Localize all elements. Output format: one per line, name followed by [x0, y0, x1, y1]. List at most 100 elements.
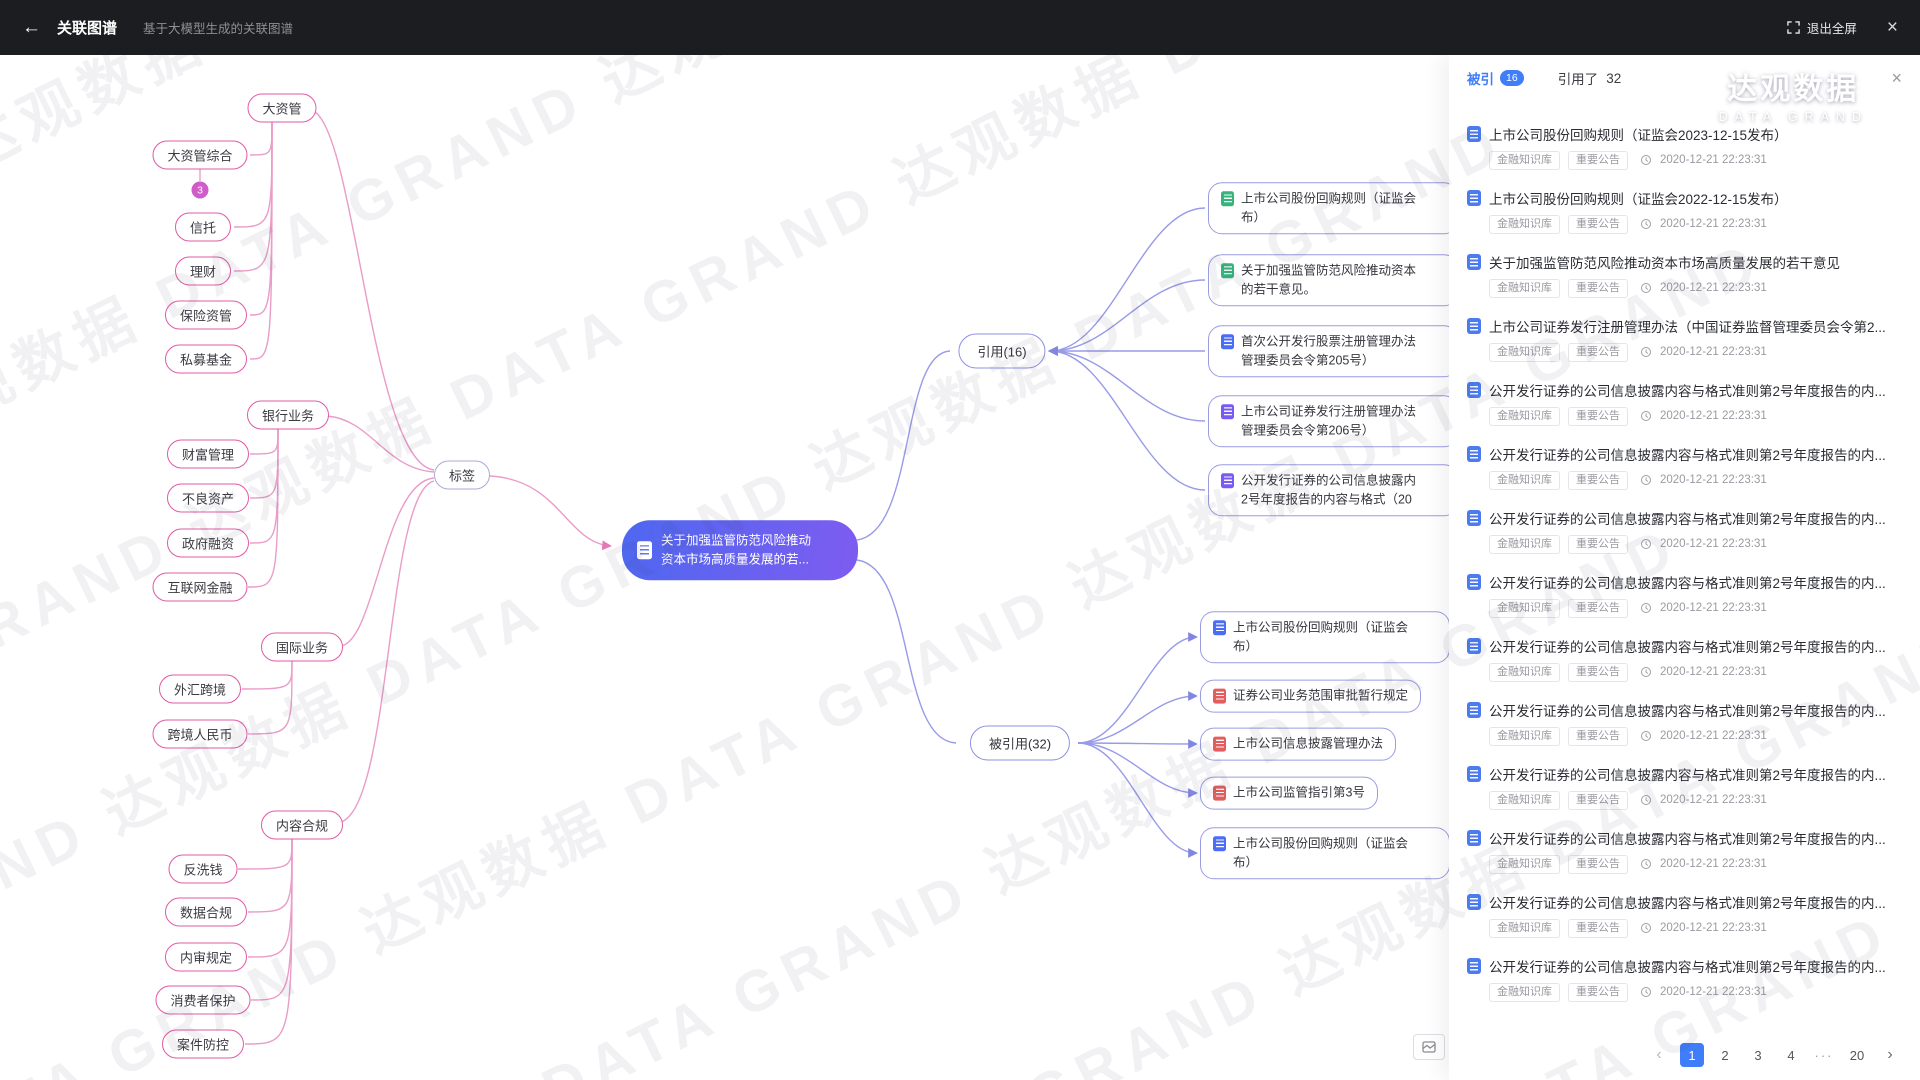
clock-icon [1640, 538, 1652, 550]
node-category-asset-mgmt[interactable]: 大资管 [247, 93, 317, 123]
doc-node[interactable]: 关于加强监管防范风险推动资本 的若干意见。 [1208, 254, 1458, 306]
page-button-last[interactable]: 20 [1849, 1047, 1865, 1063]
doc-title: 上市公司股份回购规则（证监会2022-12-15发布） [1489, 192, 1788, 207]
doc-icon [1221, 404, 1234, 420]
clock-icon [1640, 602, 1652, 614]
source-tag: 金融知识库 [1489, 983, 1560, 1002]
prev-page-button[interactable]: ‹ [1656, 1046, 1662, 1063]
page-button-4[interactable]: 4 [1787, 1047, 1795, 1063]
center-document-node[interactable]: 关于加强监管防范风险推动 资本市场高质量发展的若... [622, 520, 858, 580]
list-item[interactable]: 公开发行证券的公司信息披露内容与格式准则第2号年度报告的内... 金融知识库 重… [1467, 755, 1902, 819]
doc-title: 上市公司证券发行注册管理办法（中国证券监督管理委员会令第2... [1489, 320, 1886, 335]
list-item[interactable]: 公开发行证券的公司信息披露内容与格式准则第2号年度报告的内... 金融知识库 重… [1467, 435, 1902, 499]
list-item[interactable]: 公开发行证券的公司信息披露内容与格式准则第2号年度报告的内... 金融知识库 重… [1467, 627, 1902, 691]
list-item[interactable]: 公开发行证券的公司信息披露内容与格式准则第2号年度报告的内... 金融知识库 重… [1467, 371, 1902, 435]
list-item[interactable]: 公开发行证券的公司信息披露内容与格式准则第2号年度报告的内... 金融知识库 重… [1467, 499, 1902, 563]
doc-node[interactable]: 上市公司股份回购规则（证监会 布） [1200, 827, 1450, 879]
type-tag: 重要公告 [1568, 983, 1628, 1002]
citation-list: 上市公司股份回购规则（证监会2023-12-15发布） 金融知识库 重要公告 2… [1449, 101, 1920, 1030]
tab-cited-by-badge: 16 [1500, 70, 1524, 86]
list-item[interactable]: 公开发行证券的公司信息披露内容与格式准则第2号年度报告的内... 金融知识库 重… [1467, 819, 1902, 883]
node-leaf[interactable]: 信托 [174, 212, 232, 242]
center-title: 关于加强监管防范风险推动 资本市场高质量发展的若... [661, 533, 812, 566]
document-icon [1467, 574, 1481, 590]
list-item[interactable]: 公开发行证券的公司信息披露内容与格式准则第2号年度报告的内... 金融知识库 重… [1467, 947, 1902, 1011]
list-item[interactable]: 上市公司股份回购规则（证监会2023-12-15发布） 金融知识库 重要公告 2… [1467, 115, 1902, 179]
document-icon [1467, 254, 1481, 270]
node-leaf[interactable]: 大资管综合 [152, 140, 248, 170]
node-leaf[interactable]: 内审规定 [164, 942, 248, 972]
doc-title: 公开发行证券的公司信息披露内 2号年度报告的内容与格式（20 [1241, 473, 1417, 506]
type-tag: 重要公告 [1568, 919, 1628, 938]
clock-icon [1640, 218, 1652, 230]
doc-node[interactable]: 证券公司业务范围审批暂行规定 [1200, 679, 1422, 713]
collapsed-count-badge[interactable]: 3 [191, 181, 209, 199]
node-leaf[interactable]: 跨境人民币 [152, 719, 248, 749]
type-tag: 重要公告 [1568, 791, 1628, 810]
document-icon [1467, 638, 1481, 654]
page-button-3[interactable]: 3 [1754, 1047, 1762, 1063]
panel-close-icon[interactable]: × [1891, 68, 1902, 88]
document-icon [1467, 382, 1481, 398]
source-tag: 金融知识库 [1489, 343, 1560, 362]
node-leaf[interactable]: 消费者保护 [155, 985, 251, 1015]
doc-title: 上市公司监管指引第3号 [1233, 785, 1365, 800]
timestamp: 2020-12-21 22:23:31 [1660, 730, 1767, 743]
list-item[interactable]: 公开发行证券的公司信息披露内容与格式准则第2号年度报告的内... 金融知识库 重… [1467, 883, 1902, 947]
exit-fullscreen-label: 退出全屏 [1806, 22, 1857, 36]
node-tag[interactable]: 标签 [433, 460, 491, 490]
panel-tabs: 被引 16 引用了 32 × [1449, 55, 1920, 101]
timestamp: 2020-12-21 22:23:31 [1660, 602, 1767, 615]
back-arrow-icon[interactable]: ← [22, 16, 41, 38]
list-item[interactable]: 上市公司股份回购规则（证监会2022-12-15发布） 金融知识库 重要公告 2… [1467, 179, 1902, 243]
node-leaf[interactable]: 不良资产 [166, 483, 250, 513]
clock-icon [1640, 346, 1652, 358]
tab-cited-by[interactable]: 被引 16 [1467, 68, 1524, 88]
list-item[interactable]: 公开发行证券的公司信息披露内容与格式准则第2号年度报告的内... 金融知识库 重… [1467, 691, 1902, 755]
node-category-banking[interactable]: 银行业务 [246, 400, 330, 430]
list-item[interactable]: 关于加强监管防范风险推动资本市场高质量发展的若干意见 金融知识库 重要公告 20… [1467, 243, 1902, 307]
list-item[interactable]: 上市公司证券发行注册管理办法（中国证券监督管理委员会令第2... 金融知识库 重… [1467, 307, 1902, 371]
doc-node[interactable]: 上市公司信息披露管理办法 [1200, 727, 1397, 761]
doc-icon [1213, 620, 1226, 636]
node-leaf[interactable]: 财富管理 [166, 439, 250, 469]
node-leaf[interactable]: 互联网金融 [152, 572, 248, 602]
timestamp: 2020-12-21 22:23:31 [1660, 474, 1767, 487]
exit-fullscreen-button[interactable]: 退出全屏 [1787, 18, 1857, 37]
doc-node[interactable]: 上市公司证券发行注册管理办法 管理委员会令第206号） [1208, 395, 1458, 447]
node-leaf[interactable]: 私募基金 [164, 344, 248, 374]
doc-node[interactable]: 上市公司股份回购规则（证监会 布） [1208, 182, 1458, 234]
doc-title: 公开发行证券的公司信息披露内容与格式准则第2号年度报告的内... [1489, 768, 1886, 783]
doc-node[interactable]: 上市公司监管指引第3号 [1200, 776, 1378, 810]
doc-node[interactable]: 首次公开发行股票注册管理办法 管理委员会令第205号） [1208, 325, 1458, 377]
document-icon [1467, 894, 1481, 910]
node-leaf[interactable]: 数据合规 [164, 897, 248, 927]
node-leaf[interactable]: 保险资管 [164, 300, 248, 330]
doc-title: 公开发行证券的公司信息披露内容与格式准则第2号年度报告的内... [1489, 448, 1886, 463]
tab-cites[interactable]: 引用了 32 [1558, 68, 1622, 88]
node-leaf[interactable]: 理财 [174, 256, 232, 286]
node-category-compliance[interactable]: 内容合规 [260, 810, 344, 840]
node-leaf[interactable]: 案件防控 [161, 1029, 245, 1059]
node-leaf[interactable]: 反洗钱 [168, 854, 238, 884]
close-icon[interactable]: × [1886, 17, 1898, 38]
node-leaf[interactable]: 外汇跨境 [158, 674, 242, 704]
node-cites-hub[interactable]: 引用(16) [958, 333, 1046, 369]
node-category-international[interactable]: 国际业务 [260, 632, 344, 662]
document-icon [1467, 958, 1481, 974]
doc-node[interactable]: 公开发行证券的公司信息披露内 2号年度报告的内容与格式（20 [1208, 464, 1458, 516]
node-cited-by-hub[interactable]: 被引用(32) [969, 725, 1071, 761]
doc-title: 上市公司证券发行注册管理办法 管理委员会令第206号） [1241, 404, 1417, 437]
doc-node[interactable]: 上市公司股份回购规则（证监会 布） [1200, 611, 1450, 663]
list-item[interactable]: 公开发行证券的公司信息披露内容与格式准则第2号年度报告的内... 金融知识库 重… [1467, 563, 1902, 627]
document-icon [1467, 510, 1481, 526]
page-button-2[interactable]: 2 [1721, 1047, 1729, 1063]
tab-cites-label: 引用了 [1557, 72, 1599, 87]
page-button-1[interactable]: 1 [1680, 1043, 1704, 1067]
timestamp: 2020-12-21 22:23:31 [1660, 666, 1767, 679]
next-page-button[interactable]: › [1887, 1046, 1893, 1063]
minimap-toggle-button[interactable] [1413, 1034, 1445, 1060]
node-leaf[interactable]: 政府融资 [166, 528, 250, 558]
doc-icon [1213, 736, 1226, 752]
